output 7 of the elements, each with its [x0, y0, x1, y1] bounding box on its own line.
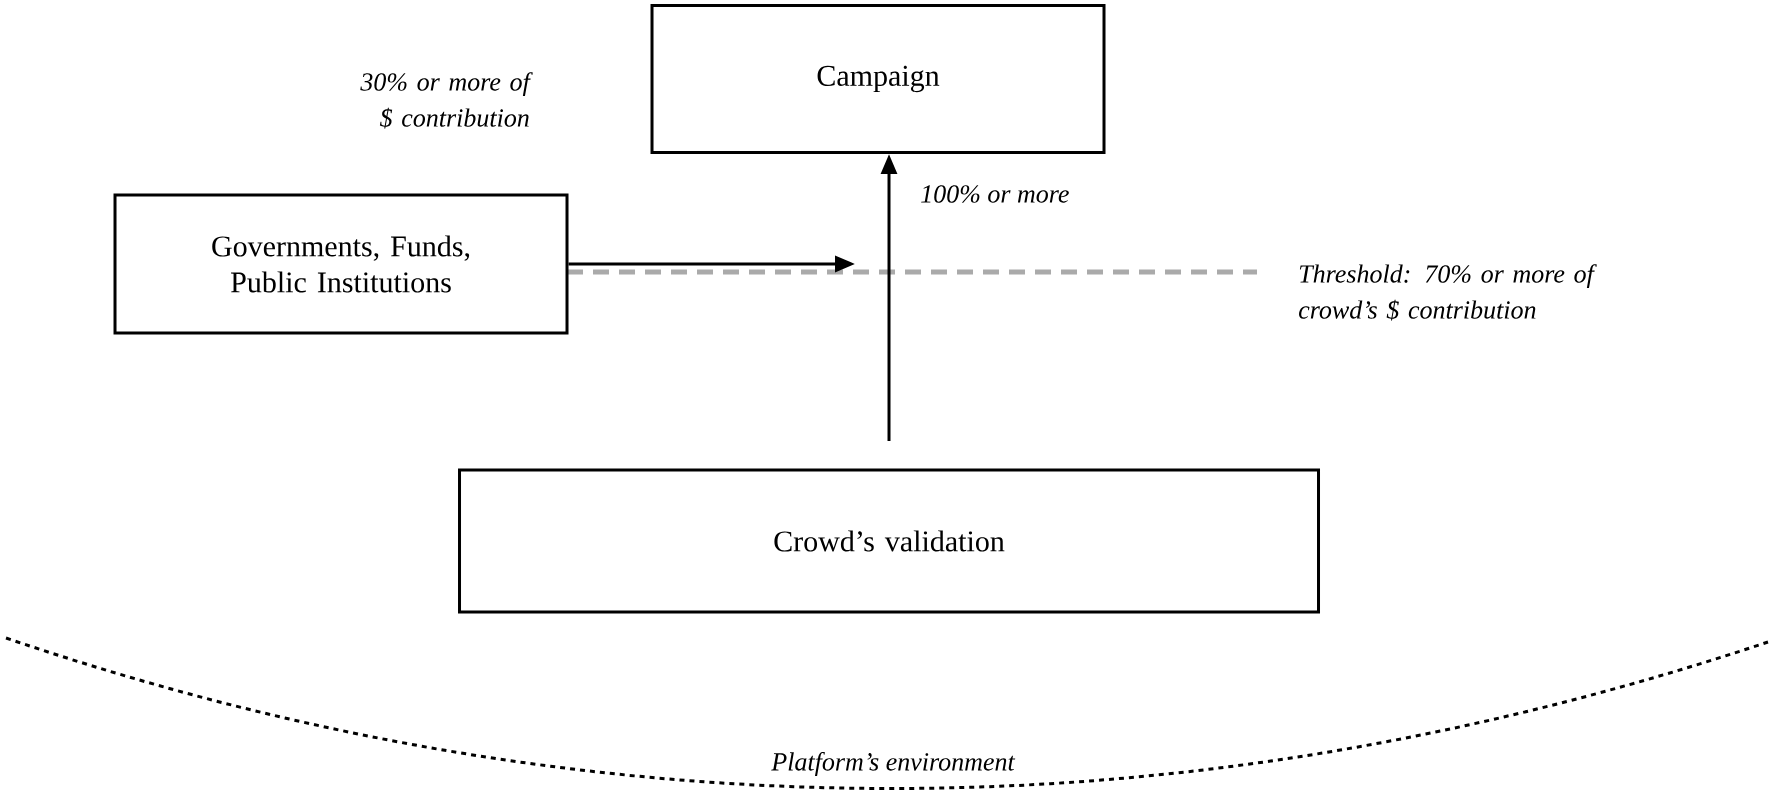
edge-label: 100% or more — [918, 183, 1072, 205]
process-box: Crowd’s validation — [458, 468, 1320, 614]
annotation: 30% or more of $ contribution — [360, 72, 533, 129]
process-box: Governments, Funds, Public Institutions — [113, 193, 569, 335]
annotation: Platform’s environment — [771, 752, 1016, 776]
process-box: Campaign — [650, 4, 1106, 154]
annotation: Threshold: 70% or more of crowd’s $ contribution — [1299, 264, 1597, 321]
